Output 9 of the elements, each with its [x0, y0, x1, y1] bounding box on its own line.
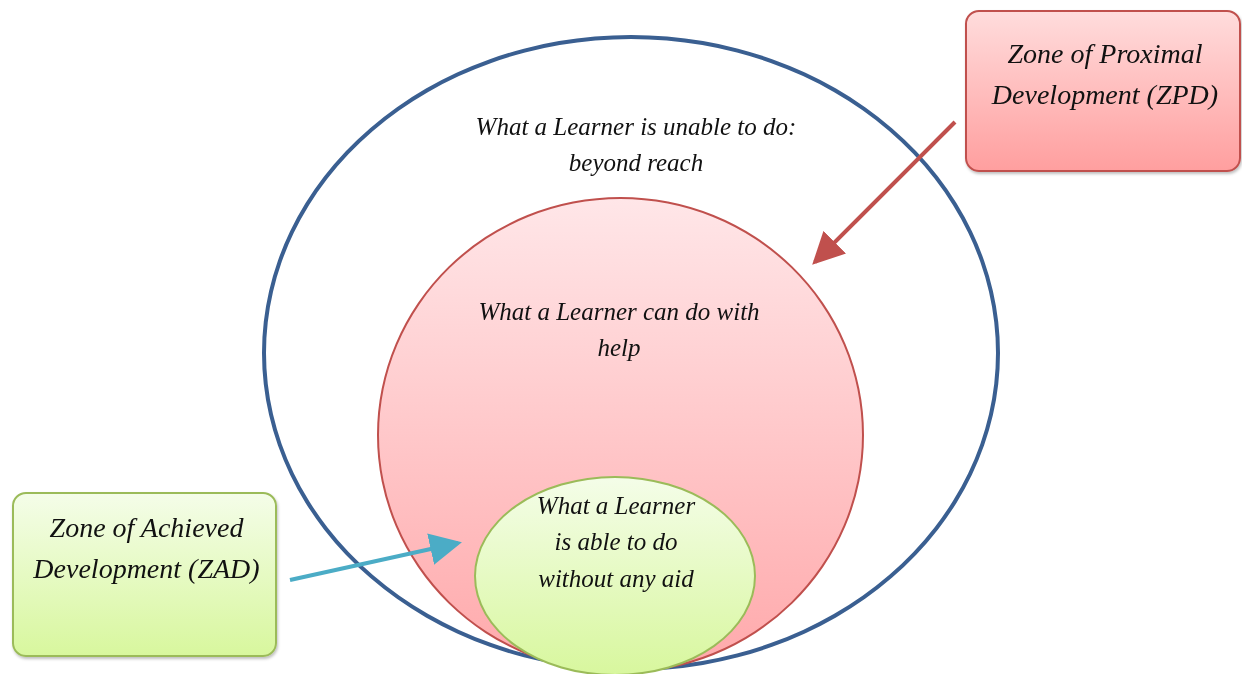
arrow: [289, 533, 462, 582]
zone-label: What a Learner is unable to do: beyond reach: [474, 112, 798, 179]
callout-box: [965, 10, 1241, 172]
callout-box: [12, 492, 277, 657]
zone-label: Zone of Proximal Development (ZPD): [990, 37, 1220, 112]
zone-label: What a Learner is able to do without any aid: [535, 491, 697, 594]
zone-label: Zone of Achieved Development (ZAD): [32, 511, 261, 586]
zone-label: What a Learner can do with help: [477, 297, 761, 364]
arrow: [812, 120, 957, 265]
